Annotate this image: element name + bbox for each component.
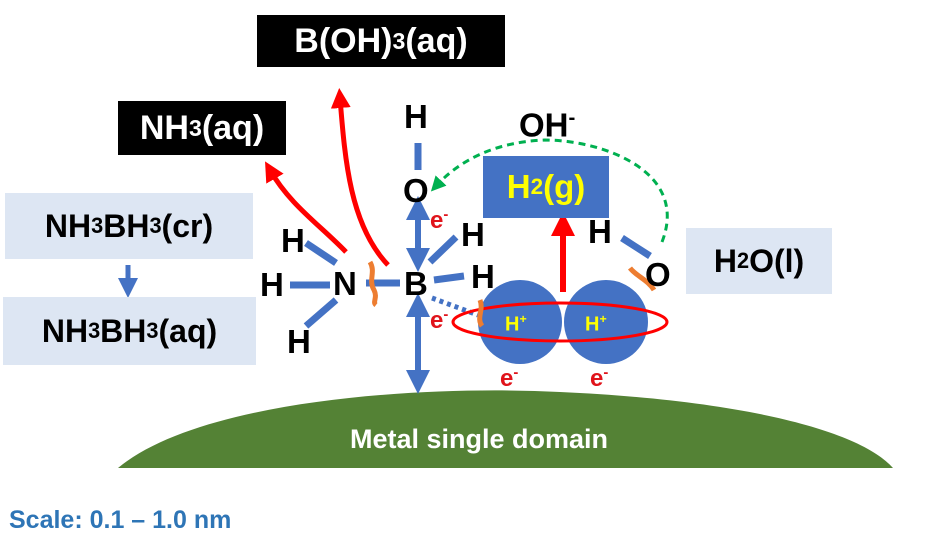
atom-o-water: O — [645, 256, 671, 293]
atom-h-water: H — [588, 213, 612, 250]
bond-break-mark-b-metal — [477, 299, 485, 328]
metal-domain-label: Metal single domain — [350, 424, 609, 454]
electron-label-sphere-left: e- — [500, 364, 519, 392]
proton-label-left: H+ — [505, 312, 527, 336]
adsorbed-h-sphere-right — [564, 280, 648, 364]
b-h-bond-upper — [427, 234, 459, 265]
atom-h-b-upper: H — [461, 216, 485, 253]
boric-acid-label: B(OH)3(aq) — [257, 15, 505, 67]
atom-h-b-right: H — [471, 258, 495, 295]
n-h-bond-lower — [303, 297, 339, 329]
boric-acid-release-arrow — [330, 88, 390, 267]
water-o-h-bond — [620, 235, 652, 259]
ammonia-release-arrow — [265, 161, 348, 254]
scale-label: Scale: 0.1 – 1.0 nm — [9, 506, 232, 534]
proton-pair-ring — [451, 301, 669, 343]
metal-domain-shape — [118, 390, 893, 468]
atom-o-top: O — [403, 172, 429, 209]
hydroxide-transfer-arrow — [430, 138, 669, 243]
electron-label-b-o: e- — [430, 206, 449, 234]
electron-label-sphere-right: e- — [590, 364, 609, 392]
n-h-bond-upper — [304, 240, 338, 266]
proton-label-right: H+ — [585, 312, 607, 336]
atom-h-n-upper: H — [281, 222, 305, 259]
atom-h-n-lower: H — [287, 323, 311, 360]
electron-label-b-metal: e- — [430, 306, 449, 334]
atom-h-n-left: H — [260, 266, 284, 303]
bond-break-mark-n-b — [367, 260, 378, 307]
atom-h-top: H — [404, 98, 428, 135]
atom-n: N — [333, 265, 357, 302]
atom-b: B — [404, 265, 428, 302]
hydroxide-label: OH- — [519, 106, 576, 144]
b-h-bond-right — [433, 272, 465, 284]
adsorbed-h-sphere-left — [478, 280, 562, 364]
bond-break-mark-water — [628, 266, 657, 292]
